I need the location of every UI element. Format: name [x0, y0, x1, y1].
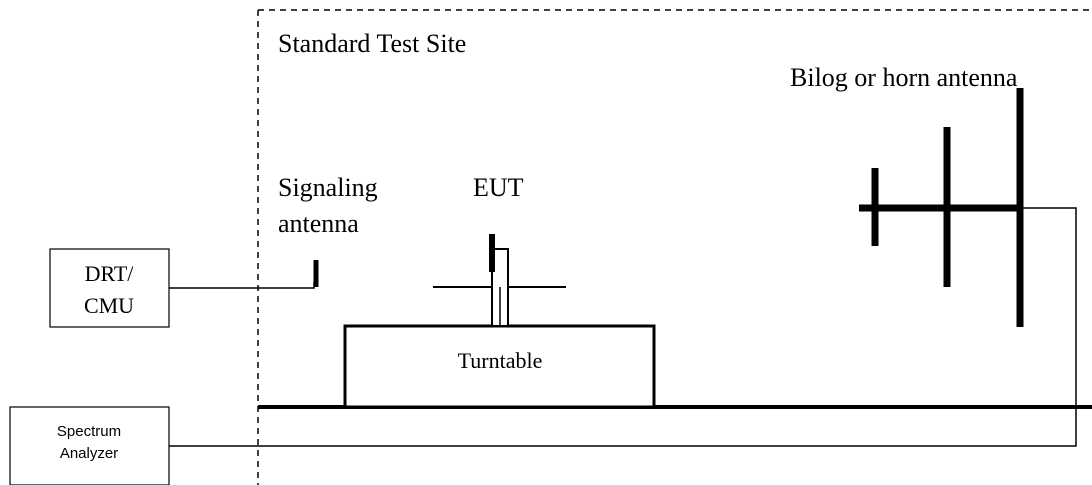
spectrum-analyzer-label-line-1: Spectrum: [57, 423, 121, 440]
turntable: [343, 324, 656, 409]
signaling-antenna-label-line-2: antenna: [278, 209, 359, 238]
drt-cmu-box: [49, 248, 170, 328]
drt-cable: [169, 282, 315, 289]
turntable-label: Turntable: [458, 348, 543, 373]
drt-cmu-label-line-1: DRT/: [85, 261, 135, 286]
test-site-label: Standard Test Site: [278, 29, 466, 58]
drt-cmu-label-line-2: CMU: [84, 293, 134, 318]
receive-antenna-label: Bilog or horn antenna: [790, 63, 1018, 92]
eut-label: EUT: [473, 173, 524, 202]
spectrum-analyzer-label-line-2: Analyzer: [60, 445, 118, 462]
signaling-antenna-label-line-1: Signaling: [278, 173, 378, 202]
eut-device: [433, 234, 566, 327]
spectrum-analyzer-cable: [169, 207, 1077, 447]
spectrum-analyzer-box: [9, 406, 170, 485]
test-site-boundary: [257, 9, 1092, 485]
receive-antenna: [859, 88, 1024, 327]
